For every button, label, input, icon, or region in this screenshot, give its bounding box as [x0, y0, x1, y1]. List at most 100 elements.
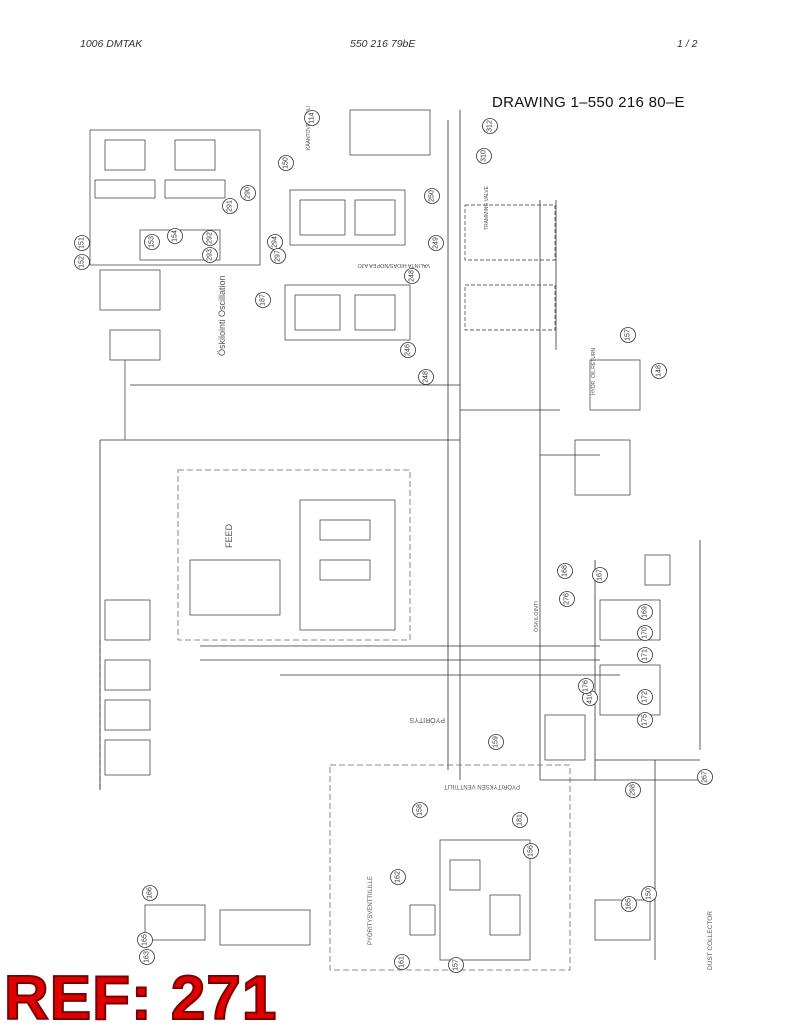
callout-bubble: 298: [625, 782, 641, 798]
callout-bubble: 150: [278, 155, 294, 171]
callout-bubble-label: 148: [656, 365, 663, 377]
callout-bubble-circle: [448, 957, 464, 973]
callout-bubble: 167: [592, 567, 608, 583]
callout-bubble-label: 162: [395, 871, 402, 883]
callout-bubble-circle: [404, 268, 420, 284]
dust-collector-label: DUST COLLECTOR: [707, 911, 714, 970]
callout-bubble-label: 248: [409, 270, 416, 282]
header-part-number: 550 216 79bE: [350, 38, 416, 50]
kaantoventtiili-label: KÄÄNTÖVENTTIILI: [305, 106, 312, 150]
callout-bubble: 171: [637, 647, 653, 663]
oscillation-valve-block: [89, 129, 261, 440]
callout-bubble-circle: [418, 369, 434, 385]
callout-bubble-label: 168: [562, 565, 569, 577]
callout-bubble-label: 165: [142, 934, 149, 946]
callout-bubble: 166: [142, 885, 158, 901]
pyoritys-label: PYÖRITYS: [409, 716, 445, 724]
callout-bubble-circle: [557, 563, 573, 579]
callout-bubble: 152: [74, 254, 90, 270]
callout-bubbles: 114 312 310 150 250 248 246 249 152 153 154 151 290 2…: [74, 110, 713, 973]
callout-bubble-label: 150: [646, 888, 653, 900]
callout-bubble-circle: [74, 254, 90, 270]
callout-bubble-circle: [559, 591, 575, 607]
feed-valve-block: [189, 499, 396, 631]
callout-bubble-label: 169: [642, 606, 649, 618]
callout-bubble-label: 187: [260, 294, 267, 306]
callout-bubble-circle: [476, 148, 492, 164]
pyoritysventtiili-label: PYÖRITYKSEN VENTTIILIT: [444, 783, 520, 790]
callout-bubble: 157: [448, 957, 464, 973]
callout-bubble: 150: [641, 886, 657, 902]
callout-bubble-circle: [620, 327, 636, 343]
callout-bubble-label: 294: [272, 236, 279, 248]
callout-bubble: 153: [144, 234, 160, 250]
callout-bubble-circle: [424, 188, 440, 204]
callout-bubble: 187: [255, 292, 271, 308]
callout-bubble-label: 176: [583, 680, 590, 692]
callout-bubble: 310: [476, 148, 492, 164]
callout-bubble: 294: [267, 234, 283, 250]
callout-bubble-label: 153: [149, 236, 156, 248]
callout-bubble: 267: [697, 769, 713, 785]
callout-bubble-label: 293: [207, 249, 214, 261]
tramming-valve-block: [284, 109, 556, 341]
callout-bubble-label: 290: [245, 187, 252, 199]
callout-bubble-circle: [270, 248, 286, 264]
drawing-title: DRAWING 1–550 216 80–E: [492, 94, 685, 111]
callout-bubble: 291: [222, 198, 238, 214]
callout-bubble-circle: [240, 185, 256, 201]
callout-bubble-circle: [637, 647, 653, 663]
callout-bubble-label: 291: [227, 200, 234, 212]
callout-bubble: 170: [637, 625, 653, 641]
feed-label: FEED: [224, 523, 234, 548]
callout-bubble-label: 250: [429, 190, 436, 202]
callout-bubble-circle: [697, 769, 713, 785]
callout-bubble: 165: [621, 896, 637, 912]
callout-bubble: 250: [424, 188, 440, 204]
callout-bubble-label: 175: [642, 714, 649, 726]
callout-bubble: 293: [202, 247, 218, 263]
callout-bubble: 154: [167, 228, 183, 244]
hydr-oil-label: HYDR. OIL RETURN: [591, 348, 597, 395]
callout-bubble-label: 246: [405, 344, 412, 356]
callout-bubble-circle: [641, 886, 657, 902]
callout-bubble-label: 158: [417, 804, 424, 816]
callout-bubble: 248: [418, 369, 434, 385]
callout-bubble: 276: [559, 591, 575, 607]
callout-bubble-label: 292: [207, 232, 214, 244]
callout-bubble-label: 157: [453, 959, 460, 971]
callout-bubble: 249: [428, 235, 444, 251]
callout-bubble-circle: [167, 228, 183, 244]
callout-bubble-circle: [637, 712, 653, 728]
callout-bubble-circle: [637, 625, 653, 641]
callout-bubble-circle: [412, 802, 428, 818]
callout-bubble: 162: [390, 869, 406, 885]
callout-bubble-label: 310: [481, 150, 488, 162]
callout-bubble: 312: [482, 118, 498, 134]
callout-bubble: 165: [137, 932, 153, 948]
callout-bubble-circle: [512, 812, 528, 828]
callout-bubble: 158: [412, 802, 428, 818]
callout-bubble-label: 297: [275, 250, 282, 262]
callout-bubble-label: 157: [625, 329, 632, 341]
callout-bubble-label: 267: [702, 771, 709, 783]
ref-stamp: REF: 271: [3, 964, 278, 1033]
callout-bubble-circle: [202, 247, 218, 263]
callout-bubble: 114: [304, 110, 320, 126]
callout-bubble-label: 151: [79, 237, 86, 249]
callout-bubble-label: 170: [642, 627, 649, 639]
callout-bubble-circle: [137, 932, 153, 948]
callout-bubble-label: 163: [144, 951, 151, 963]
callout-bubble: 163: [139, 949, 155, 965]
callout-bubble-circle: [482, 118, 498, 134]
callout-bubble: 161: [394, 954, 410, 970]
callout-bubble: 148: [651, 363, 667, 379]
callout-bubble-circle: [428, 235, 444, 251]
callout-bubble: 290: [240, 185, 256, 201]
callout-bubble-circle: [255, 292, 271, 308]
left-valve-stack: [104, 599, 151, 776]
callout-bubble-label: 171: [642, 649, 649, 661]
callout-bubble: 248: [404, 268, 420, 284]
callout-bubble-circle: [142, 885, 158, 901]
